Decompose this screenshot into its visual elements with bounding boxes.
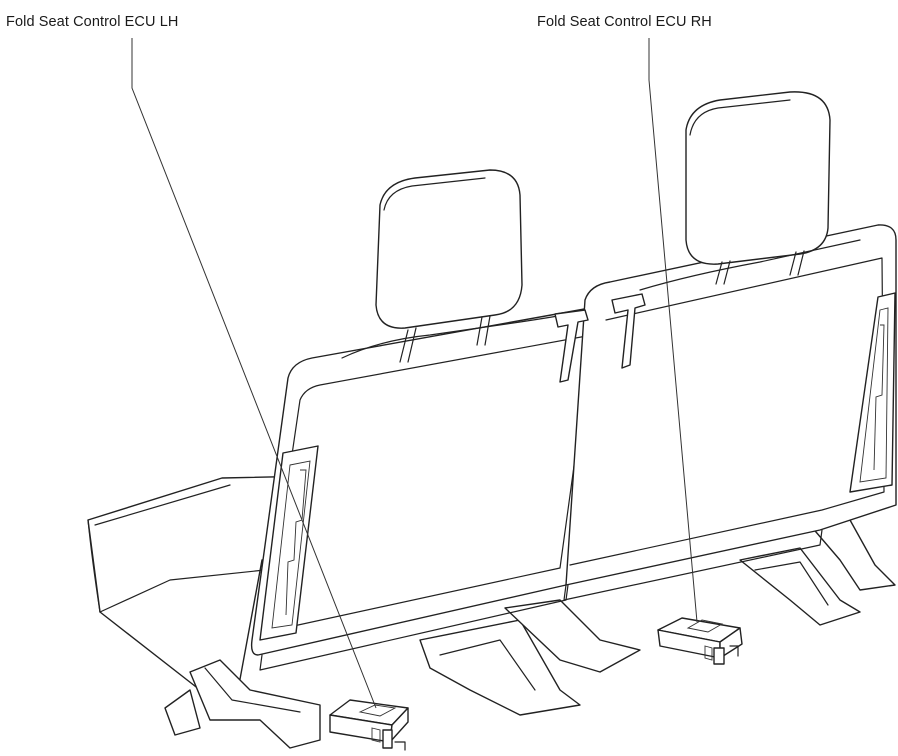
ecu-rh xyxy=(657,617,743,665)
ecu-rh-label: Fold Seat Control ECU RH xyxy=(537,14,712,30)
leader-line-lh xyxy=(131,38,377,709)
belt-guides xyxy=(554,293,646,383)
seatback-right xyxy=(563,91,897,601)
seatback-left xyxy=(250,169,607,671)
ecu-lh xyxy=(329,699,409,751)
floor-brackets xyxy=(164,519,896,749)
ecu-lh-label: Fold Seat Control ECU LH xyxy=(6,14,179,30)
leader-line-rh xyxy=(648,38,698,623)
